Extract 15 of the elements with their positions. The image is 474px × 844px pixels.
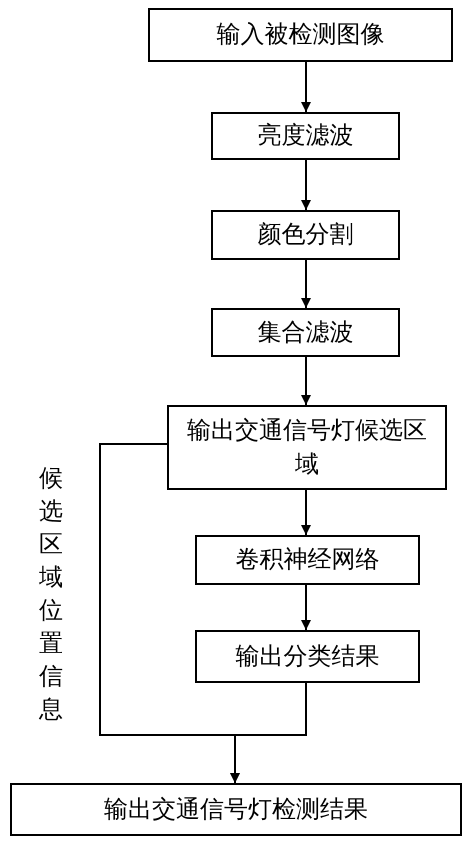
process-box: 输出交通信号灯检测结果 <box>10 783 462 836</box>
process-box: 颜色分割 <box>211 210 400 260</box>
process-box: 输出分类结果 <box>195 630 420 683</box>
process-box: 输出交通信号灯候选区域 <box>167 405 447 490</box>
arrow <box>301 160 311 210</box>
process-box: 卷积神经网络 <box>195 535 420 585</box>
arrow <box>301 585 311 630</box>
arrow <box>301 490 311 535</box>
process-box: 输入被检测图像 <box>148 8 453 62</box>
arrow <box>301 260 311 308</box>
arrow <box>301 357 311 405</box>
process-box: 集合滤波 <box>211 308 400 357</box>
arrow <box>301 62 311 112</box>
arrow <box>230 683 307 783</box>
process-box: 亮度滤波 <box>211 112 400 160</box>
